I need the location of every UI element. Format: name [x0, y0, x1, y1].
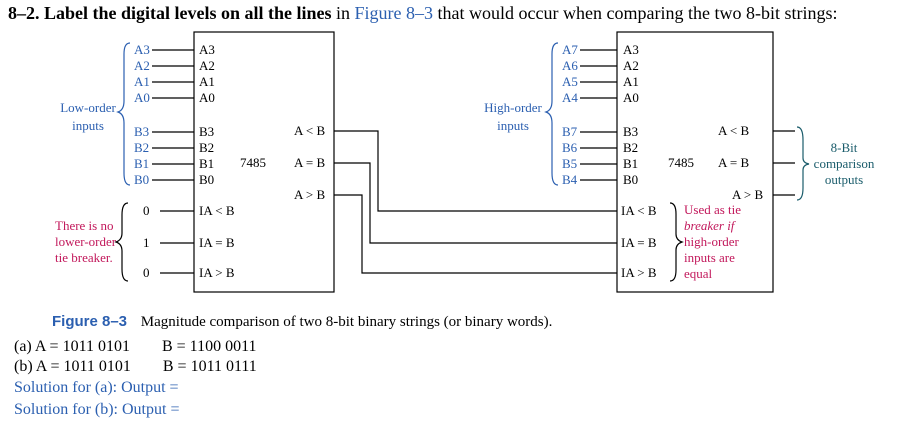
left-b2-ext: B2 [134, 140, 150, 155]
tie-note-2: lower-order [55, 234, 117, 249]
low-order-label: Low-order [60, 100, 116, 115]
answer-b: (b) A = 1011 0101 B = 1011 0111 [14, 358, 257, 376]
answer-b-label: (b) A = 1011 0101 [14, 358, 131, 375]
question-bold: Label the digital levels on all the line… [44, 3, 332, 23]
left-cascade-val-lt: 0 [143, 203, 150, 218]
right-b4-ext: B4 [562, 172, 578, 187]
left-cascade-gt: IA > B [199, 265, 235, 280]
left-pin-a2: A2 [199, 58, 215, 73]
left-a3-ext: A3 [134, 42, 150, 57]
left-pin-a3: A3 [199, 42, 215, 57]
right-a5-ext: A5 [562, 74, 578, 89]
tie-breaker-text-1: Used as tie [684, 202, 742, 217]
figure-link[interactable]: Figure 8–3 [354, 3, 434, 23]
left-pin-a1: A1 [199, 74, 215, 89]
tie-note-3: tie breaker. [55, 250, 113, 265]
right-b7-ext: B7 [562, 124, 578, 139]
left-chip-label: 7485 [240, 155, 266, 170]
solution-a: Solution for (a): Output = [14, 379, 179, 396]
right-pin-a3: A3 [623, 42, 639, 57]
left-pin-b3: B3 [199, 124, 215, 139]
right-out-eq: A = B [718, 155, 750, 170]
caption-figure-number: Figure 8–3 [52, 313, 128, 330]
left-7485-chip [193, 31, 335, 293]
right-a7-ext: A7 [562, 42, 578, 57]
outputs-label-3: outputs [824, 172, 864, 187]
right-7485-chip [616, 31, 774, 293]
solution-b: Solution for (b): Output = [14, 401, 180, 418]
left-pin-a0: A0 [199, 90, 215, 105]
question-text: 8–2. Label the digital levels on all the… [8, 3, 837, 24]
right-pin-a1: A1 [623, 74, 639, 89]
left-cascade-val-eq: 1 [143, 235, 150, 250]
right-out-lt: A < B [718, 123, 750, 138]
answer-a-label: (a) A = 1011 0101 [14, 338, 130, 355]
right-pin-b2: B2 [623, 140, 639, 155]
right-a6-ext: A6 [562, 58, 578, 73]
low-order-inputs-label: inputs [72, 118, 104, 133]
left-a1-ext: A1 [134, 74, 150, 89]
right-pin-b1: B1 [623, 156, 639, 171]
left-b3-ext: B3 [134, 124, 150, 139]
question-mid: in [336, 3, 351, 23]
left-cascade-lt: IA < B [199, 203, 235, 218]
right-pin-a0: A0 [623, 90, 639, 105]
question-number: 8–2. [8, 3, 40, 23]
left-b1-ext: B1 [134, 156, 150, 171]
right-cascade-lt: IA < B [621, 203, 657, 218]
left-a0-ext: A0 [134, 90, 150, 105]
right-chip-label: 7485 [668, 155, 694, 170]
left-pin-b0: B0 [199, 172, 215, 187]
left-pin-b1: B1 [199, 156, 215, 171]
left-b0-ext: B0 [134, 172, 150, 187]
question-end: that would occur when comparing the two … [437, 3, 838, 23]
right-b5-ext: B5 [562, 156, 578, 171]
caption-text: Magnitude comparison of two 8-bit binary… [140, 314, 553, 330]
figure-caption: Figure 8–3 Magnitude comparison of two 8… [52, 313, 552, 331]
left-pin-b2: B2 [199, 140, 215, 155]
answer-b-b: B = 1011 0111 [162, 358, 257, 375]
left-out-lt: A < B [294, 123, 326, 138]
left-a2-ext: A2 [134, 58, 150, 73]
answer-a: (a) A = 1011 0101 B = 1100 0011 [14, 338, 257, 356]
left-cascade-val-gt: 0 [143, 265, 150, 280]
left-out-gt: A > B [294, 187, 326, 202]
right-pin-b0: B0 [623, 172, 639, 187]
left-out-eq: A = B [294, 155, 326, 170]
right-cascade-gt: IA > B [621, 265, 657, 280]
outputs-label-1: 8-Bit [830, 140, 858, 155]
answer-a-b: B = 1100 0011 [161, 338, 257, 355]
tie-note-1: There is no [55, 218, 114, 233]
right-cascade-eq: IA = B [621, 235, 657, 250]
high-order-inputs-label: inputs [497, 118, 529, 133]
outputs-label-2: comparison [813, 156, 875, 171]
right-a4-ext: A4 [562, 90, 578, 105]
tie-breaker-note-5: equal [684, 266, 713, 281]
tie-breaker-note-3: high-order [684, 234, 739, 249]
right-pin-b3: B3 [623, 124, 639, 139]
high-order-label: High-order [484, 100, 542, 115]
tie-breaker-note-2: breaker if [684, 218, 735, 233]
tie-breaker-note-1: Used as tie [684, 203, 741, 217]
right-b6-ext: B6 [562, 140, 578, 155]
left-cascade-eq: IA = B [199, 235, 235, 250]
right-pin-a2: A2 [623, 58, 639, 73]
right-out-gt: A > B [732, 187, 764, 202]
tie-breaker-note-4: inputs are [684, 250, 735, 265]
